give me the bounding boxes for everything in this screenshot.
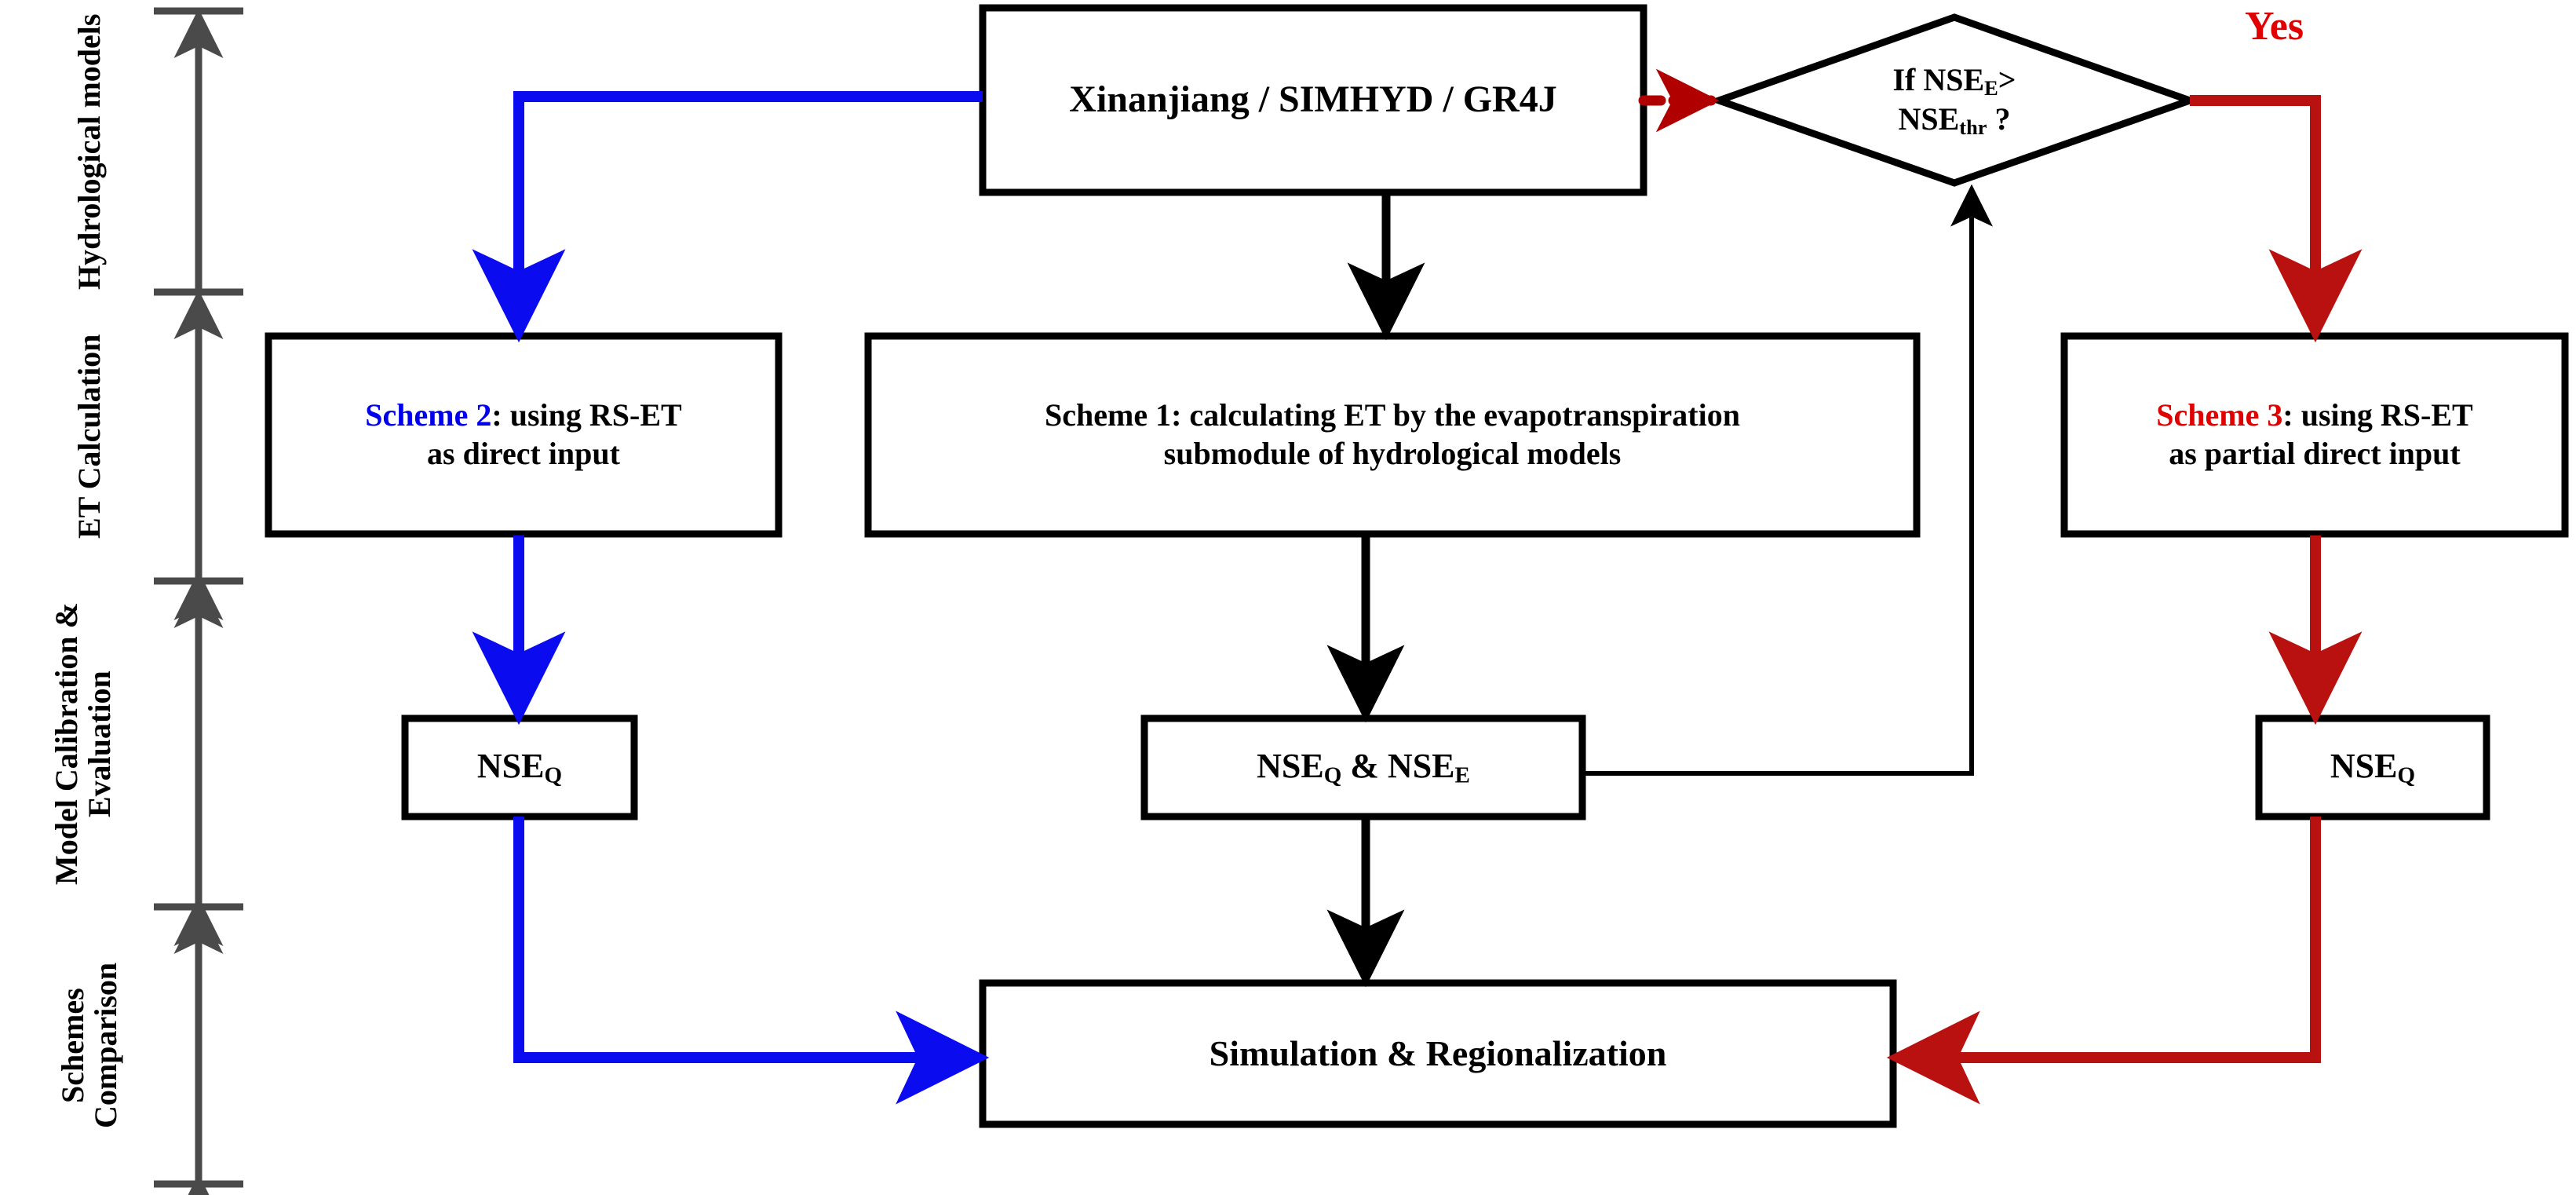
connector-decision-to-scheme3 (2190, 95, 2363, 343)
connector-nse-right-to-final (1886, 817, 2321, 1105)
connector-nse-left-to-final (513, 817, 990, 1105)
box-scheme2[interactable] (265, 332, 783, 538)
stage-label-schemes-comparison: Schemes Comparison (55, 962, 123, 1129)
box-nse-center[interactable] (1140, 714, 1586, 820)
stage-label-model-calibration-evaluation: Model Calibration & Evaluation (49, 602, 117, 886)
box-scheme3[interactable] (2060, 332, 2569, 538)
stage-label-et-calculation: ET Calculation (71, 334, 107, 539)
stage-scale-bar (154, 7, 243, 1195)
connector-feedback-to-decision (1582, 184, 1993, 776)
stage-label-hydrological-models: Hydrological models (71, 13, 107, 290)
yes-branch-label: Yes (2245, 4, 2304, 49)
box-nse-right[interactable] (2255, 714, 2490, 820)
box-final[interactable] (979, 979, 1897, 1128)
box-models[interactable] (979, 4, 1647, 196)
connector-models-to-scheme2 (472, 91, 983, 343)
decision-diamond[interactable] (1708, 13, 2201, 187)
box-scheme1[interactable] (864, 332, 1921, 538)
box-nse-left[interactable] (401, 714, 638, 820)
